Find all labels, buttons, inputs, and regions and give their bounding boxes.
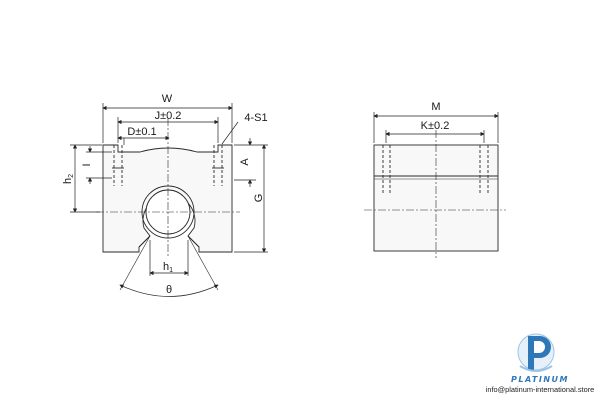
side-view: [364, 130, 506, 258]
label-M: M: [431, 101, 440, 113]
platinum-logo: [517, 333, 555, 372]
front-dimensions: [70, 103, 268, 276]
label-J: J±0.2: [155, 110, 182, 122]
label-K: K±0.2: [421, 120, 450, 132]
label-D: D±0.1: [127, 126, 156, 138]
label-theta: θ: [166, 284, 172, 296]
label-G: G: [253, 194, 265, 203]
label-S1: 4-S1: [244, 112, 267, 124]
label-W: W: [162, 93, 173, 105]
brand-email: info@platinum-international.store: [486, 385, 595, 394]
label-A: A: [239, 158, 251, 166]
side-dimensions: [373, 112, 499, 143]
label-h1: h1: [163, 261, 173, 274]
front-view: [96, 118, 240, 297]
label-h2: h2: [62, 174, 75, 184]
label-I: I: [81, 163, 93, 166]
brand-name: PLATINUM: [511, 375, 569, 384]
